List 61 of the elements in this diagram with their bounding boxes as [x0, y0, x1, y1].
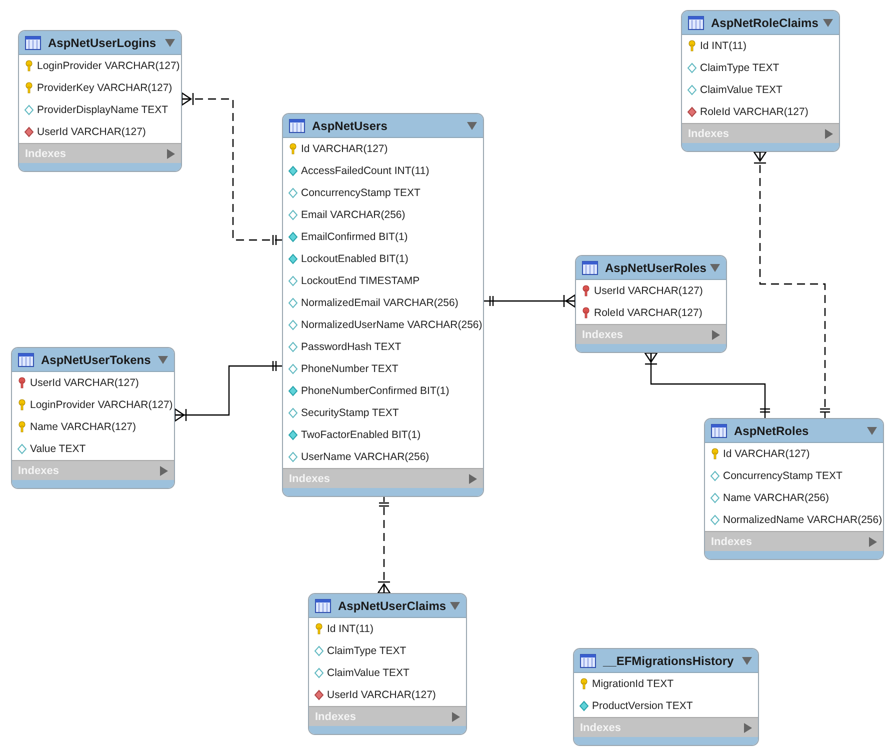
- column-name: Id VARCHAR(127): [301, 143, 388, 155]
- column-name: RoleId VARCHAR(127): [700, 106, 808, 118]
- relationship-line: [377, 497, 391, 594]
- column-name: SecurityStamp TEXT: [301, 407, 399, 419]
- column-name: ClaimValue TEXT: [327, 667, 410, 679]
- column-name: PhoneNumberConfirmed BIT(1): [301, 385, 450, 397]
- column-name: LockoutEnd TIMESTAMP: [301, 275, 420, 287]
- column-name: UserId VARCHAR(127): [594, 285, 703, 297]
- table-name: __EFMigrationsHistory: [603, 654, 734, 668]
- relationship-line: [484, 294, 576, 308]
- column-name: LoginProvider VARCHAR(127): [37, 60, 180, 72]
- column-name: PasswordHash TEXT: [301, 341, 402, 353]
- table-name: AspNetUserClaims: [338, 598, 446, 612]
- relationship-line: [174, 360, 282, 422]
- table-box: [573, 648, 759, 746]
- column-name: NormalizedEmail VARCHAR(256): [301, 297, 458, 309]
- column-name: ProductVersion TEXT: [592, 700, 693, 712]
- table-name: AspNetRoles: [734, 424, 809, 438]
- column-name: ClaimType TEXT: [700, 62, 780, 74]
- column-name: Id INT(11): [700, 40, 746, 52]
- column-name: UserId VARCHAR(127): [30, 377, 139, 389]
- column-name: MigrationId TEXT: [592, 678, 674, 690]
- column-name: Id INT(11): [327, 623, 374, 635]
- column-name: ProviderKey VARCHAR(127): [37, 82, 172, 94]
- column-name: ConcurrencyStamp TEXT: [301, 187, 420, 199]
- column-name: UserName VARCHAR(256): [301, 451, 430, 463]
- column-name: RoleId VARCHAR(127): [594, 307, 702, 319]
- table-name: AspNetUserTokens: [41, 352, 151, 366]
- table-box: [575, 255, 727, 353]
- column-name: Id VARCHAR(127): [723, 448, 810, 460]
- column-name: ProviderDisplayName TEXT: [37, 104, 168, 116]
- relationship-line: [644, 352, 771, 418]
- table-name: AspNetUserRoles: [605, 260, 706, 274]
- column-name: Name VARCHAR(256): [723, 492, 829, 504]
- table-name: AspNetUsers: [312, 118, 388, 132]
- column-name: NormalizedUserName VARCHAR(256): [301, 319, 482, 331]
- column-name: Value TEXT: [30, 443, 86, 455]
- column-name: PhoneNumber TEXT: [301, 363, 398, 375]
- table-name: AspNetUserLogins: [48, 36, 156, 50]
- column-name: TwoFactorEnabled BIT(1): [301, 429, 421, 441]
- table-box: [704, 418, 884, 560]
- table-box: [18, 30, 182, 172]
- table-box: [282, 113, 484, 497]
- column-name: ConcurrencyStamp TEXT: [723, 470, 842, 482]
- relationship-line: [753, 151, 831, 418]
- table-name: AspNetRoleClaims: [711, 16, 818, 30]
- column-name: LockoutEnabled BIT(1): [301, 253, 408, 265]
- column-name: LoginProvider VARCHAR(127): [30, 399, 173, 411]
- column-name: UserId VARCHAR(127): [327, 689, 436, 701]
- column-name: ClaimType TEXT: [327, 645, 406, 657]
- column-name: ClaimValue TEXT: [700, 84, 782, 96]
- column-name: AccessFailedCount INT(11): [301, 165, 430, 177]
- table-box: [308, 593, 467, 735]
- column-name: EmailConfirmed BIT(1): [301, 231, 408, 243]
- table-box: [11, 347, 175, 489]
- column-name: UserId VARCHAR(127): [37, 126, 146, 138]
- table-box: [681, 10, 840, 152]
- column-name: NormalizedName VARCHAR(256): [723, 514, 882, 526]
- column-name: Name VARCHAR(127): [30, 421, 136, 433]
- column-name: Email VARCHAR(256): [301, 209, 406, 221]
- relationship-line: [181, 92, 282, 246]
